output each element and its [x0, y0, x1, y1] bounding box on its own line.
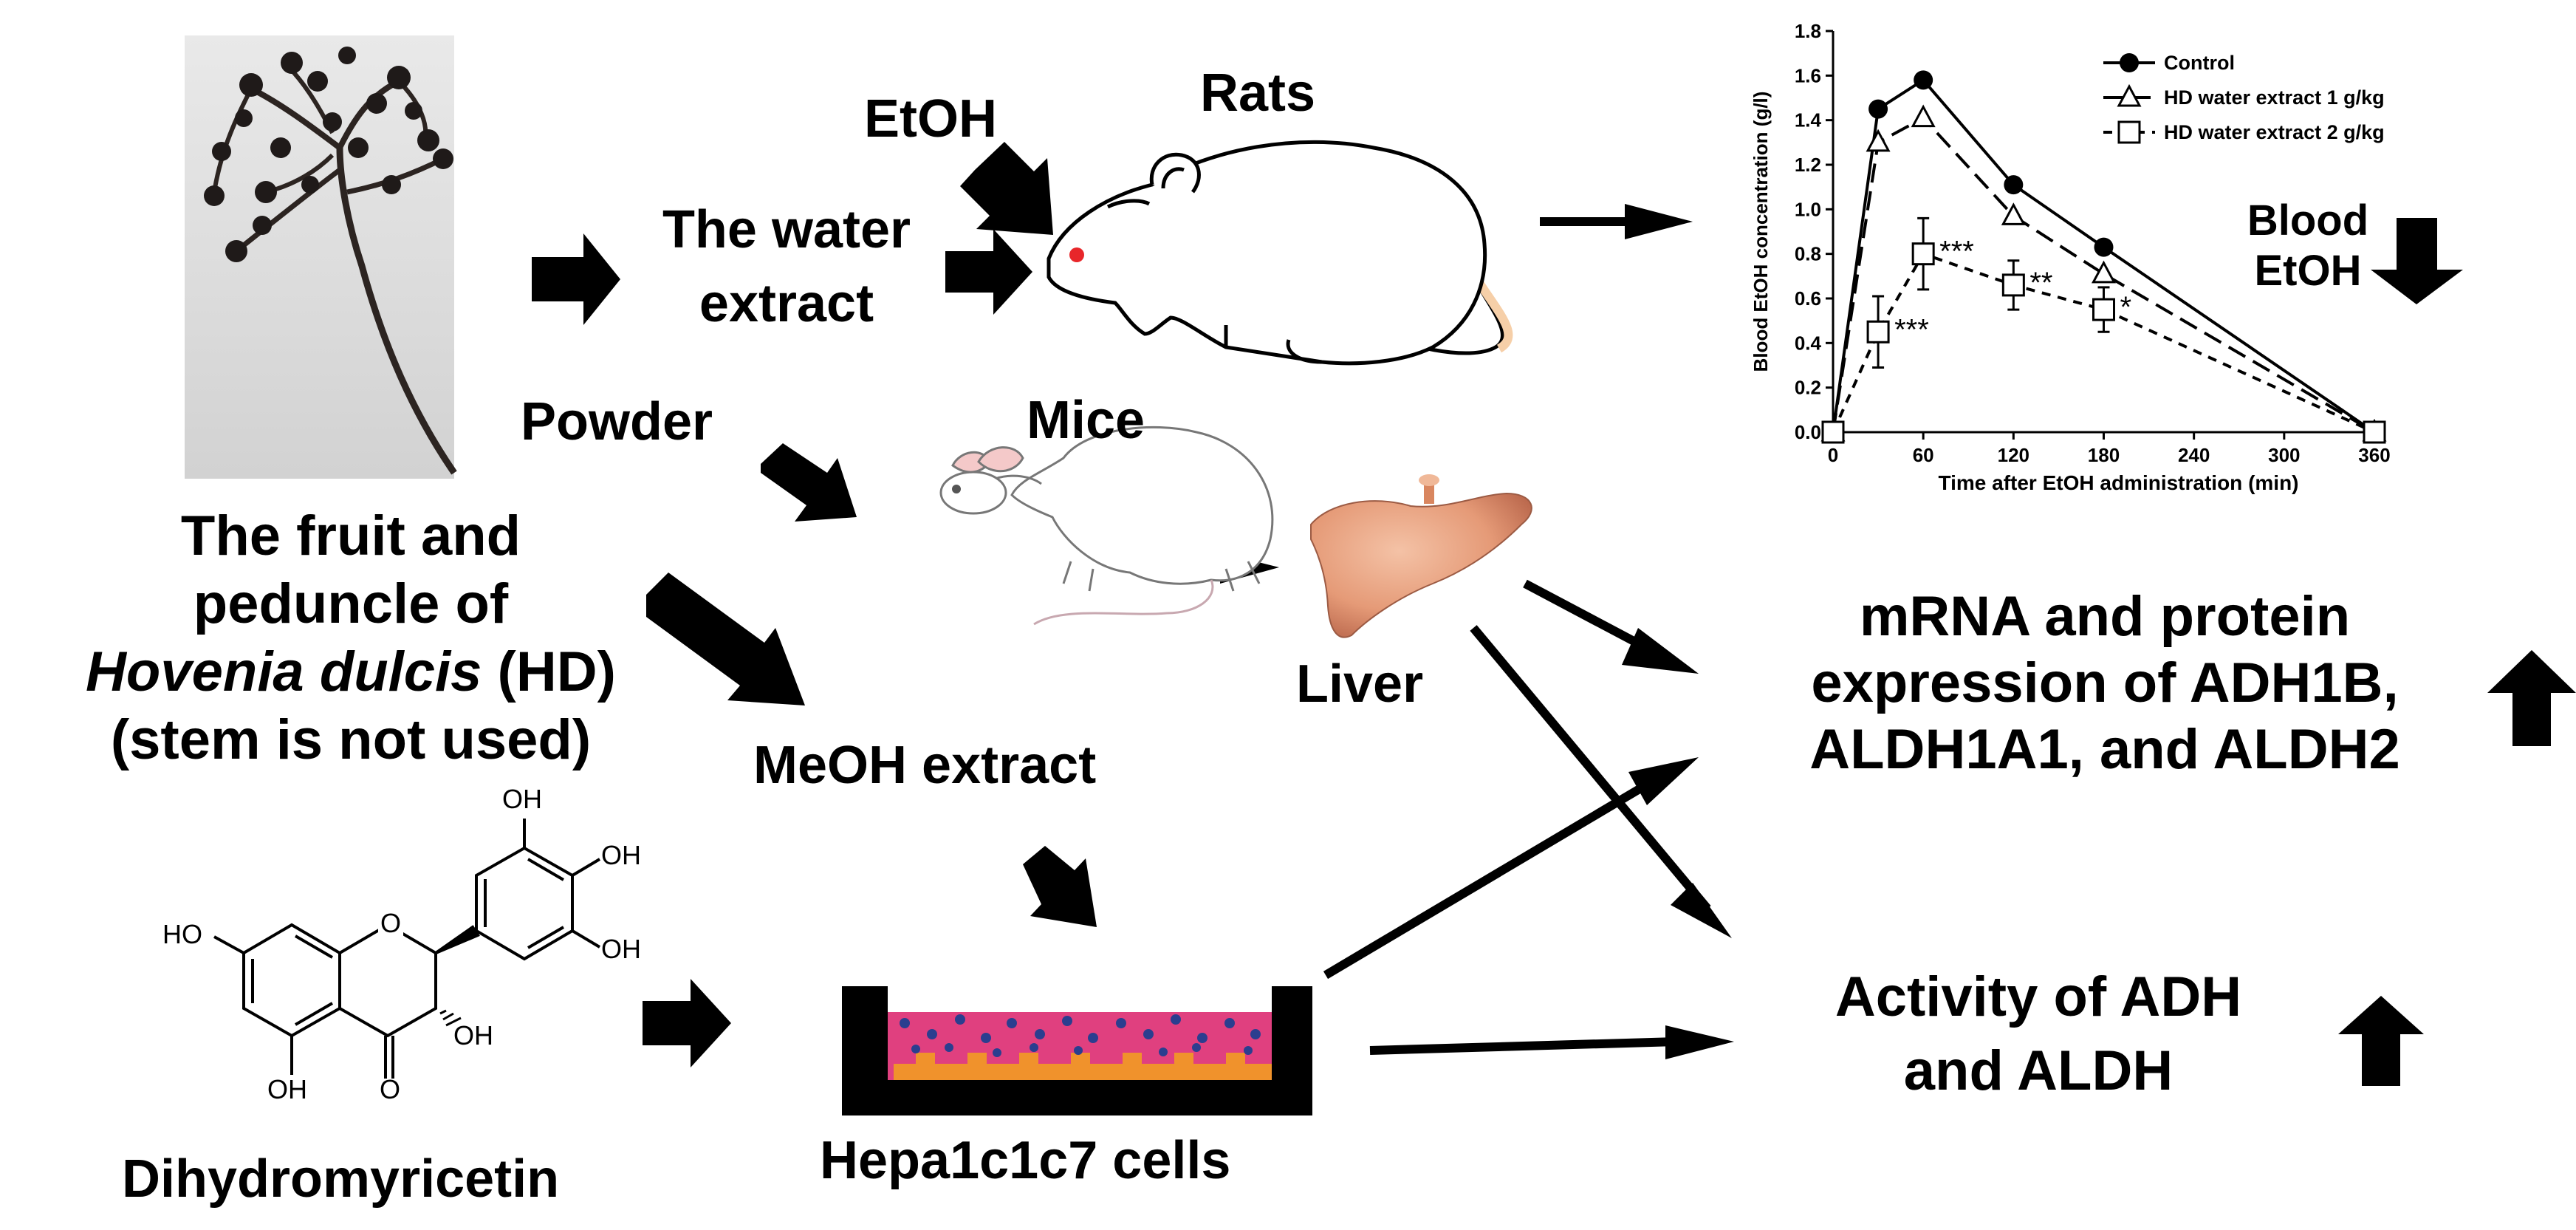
powder-label: Powder — [521, 392, 713, 451]
arrow-cells-to-activity — [1665, 1025, 1734, 1059]
cell-culture-well — [842, 986, 1312, 1115]
blood-etoh-line-1: Blood — [2247, 197, 2369, 245]
rats-label: Rats — [1200, 64, 1316, 123]
arrow-rat-to-graph — [1625, 204, 1693, 239]
meoh-extract-label: MeOH extract — [753, 736, 1097, 795]
expression-up-arrow — [2487, 650, 2576, 746]
cell-layer — [894, 1064, 1278, 1081]
fruit-line-1: The fruit and — [180, 505, 521, 567]
water-extract-label: The water extract — [628, 199, 945, 334]
arrow-photo-to-water-extract — [532, 233, 620, 325]
mol-oh-top: OH — [502, 784, 542, 814]
expression-label: mRNA and protein expression of ADH1B, AL… — [1721, 584, 2489, 783]
rat-eye — [1069, 247, 1084, 262]
arrow-powder-to-meoh — [646, 573, 805, 705]
liver-label: Liver — [1296, 655, 1424, 714]
hovenia-description: The fruit and peduncle of Hovenia dulcis… — [44, 502, 657, 774]
hovenia-fruit-photo — [185, 35, 457, 479]
dihydromyricetin-label: Dihydromyricetin — [122, 1149, 560, 1209]
rat-tail — [1473, 276, 1513, 353]
arrow-dihydromyricetin-to-cells — [643, 979, 731, 1067]
cell-dots — [900, 1014, 1261, 1057]
expression-line-1: mRNA and protein — [1859, 585, 2351, 648]
rat-illustration — [1046, 140, 1513, 366]
mol-ho-left: HO — [162, 919, 202, 949]
species-abbrev: (HD) — [482, 640, 616, 703]
arrow-meoh-to-cells — [1023, 846, 1097, 927]
expression-line-2: expression of ADH1B, — [1811, 652, 2399, 714]
arrow-powder-to-mouse — [761, 443, 857, 522]
arrow-water-extract-to-rat — [945, 229, 1032, 315]
liver-illustration — [1310, 474, 1532, 638]
expression-line-3: ALDH1A1, and ALDH2 — [1809, 718, 2400, 781]
blood-etoh-line-2: EtOH — [2254, 247, 2362, 295]
activity-up-arrow — [2338, 996, 2424, 1086]
mice-label: Mice — [1027, 391, 1145, 450]
arrow-cells-to-expression — [1628, 757, 1699, 805]
water-extract-line-1: The water — [662, 200, 911, 259]
mol-oh-bottom: OH — [267, 1074, 307, 1104]
arrow-liver-to-expression — [1622, 628, 1699, 674]
mol-oh-right-lower: OH — [601, 934, 641, 964]
fruit-line-2: peduncle of — [193, 573, 509, 635]
activity-label: Activity of ADH and ALDH — [1758, 960, 2319, 1108]
dihydromyricetin-structure — [213, 819, 601, 1079]
hepa-cells-label: Hepa1c1c7 cells — [820, 1131, 1231, 1190]
fruit-line-3: Hovenia dulcis (HD) — [44, 638, 657, 706]
mol-oh-right-upper: OH — [601, 840, 641, 870]
activity-line-1: Activity of ADH — [1835, 966, 2242, 1028]
mol-oh-c3: OH — [453, 1020, 493, 1050]
arrow-etoh-to-rat — [960, 142, 1053, 235]
mol-o-ring: O — [378, 909, 404, 938]
etoh-label: EtOH — [864, 89, 997, 148]
mouse-illustration — [939, 426, 1274, 626]
water-extract-line-2: extract — [699, 274, 874, 333]
activity-line-2: and ALDH — [1903, 1039, 2174, 1102]
arrow-liver-to-activity — [1671, 883, 1732, 938]
blood-etoh-down-arrow — [2371, 218, 2463, 304]
fruit-line-4: (stem is not used) — [110, 708, 592, 771]
species-name: Hovenia dulcis — [86, 640, 482, 703]
blood-etoh-label: Blood EtOH — [2234, 196, 2382, 296]
mol-o-ketone: O — [380, 1074, 401, 1104]
